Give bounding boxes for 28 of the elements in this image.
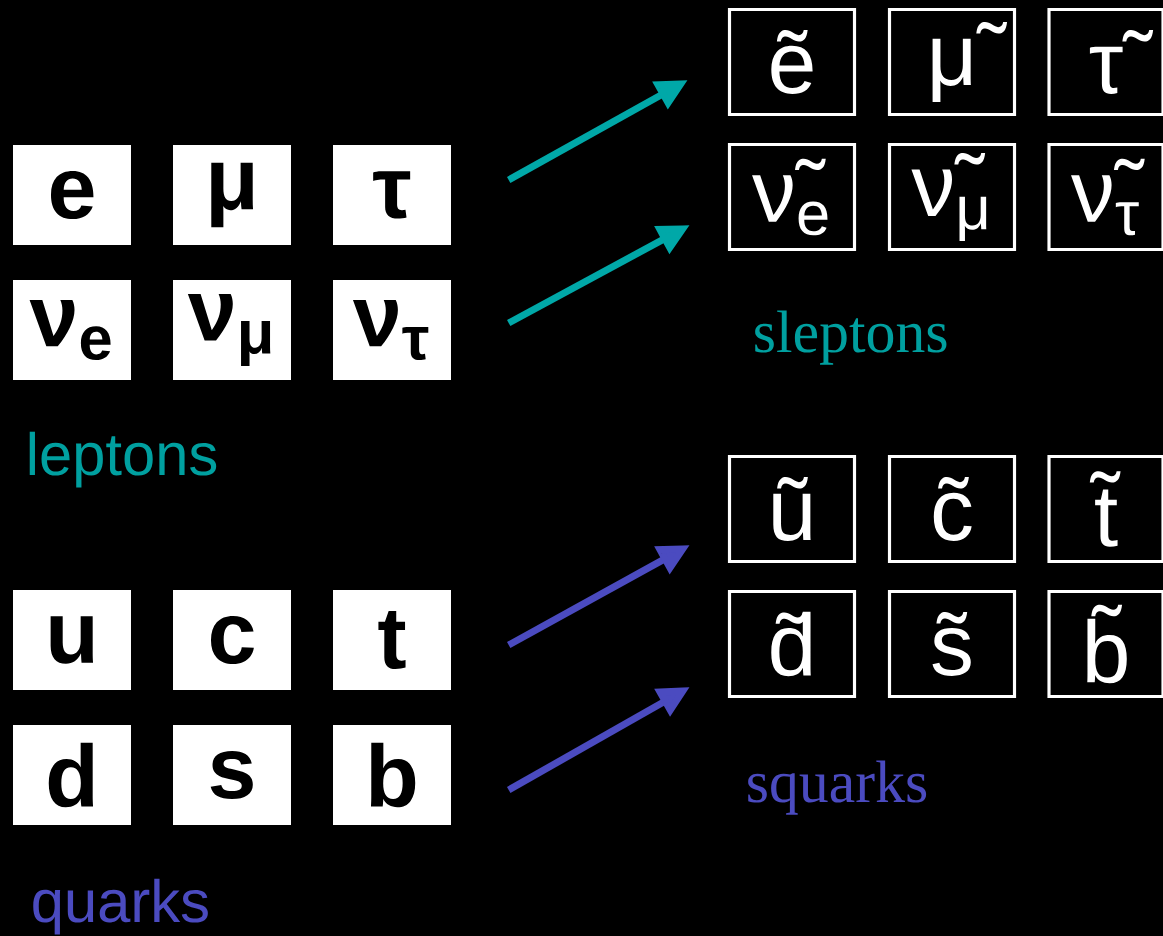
group-label: leptons (29, 431, 217, 488)
particle-box: e (13, 145, 131, 245)
particle-box: b (333, 725, 451, 825)
particle-box: c (173, 590, 291, 690)
particle-box: μ (173, 145, 291, 245)
particle-box: τ̃ (1047, 7, 1163, 117)
particle-box: μ̃ (887, 7, 1017, 117)
group-label: quarks (33, 878, 208, 935)
particle-box: τ (333, 145, 451, 245)
particle-box: d (13, 725, 131, 825)
particle-box: u (13, 590, 131, 690)
particle-box: b̃ (1047, 589, 1163, 699)
particle-box: t̃ (1047, 454, 1163, 564)
particle-box: ẽ (727, 7, 857, 117)
group-label: sleptons (755, 310, 947, 365)
particle-box: ν$_{τ}$ (333, 279, 451, 380)
particle-box: d̃ (727, 589, 857, 699)
particle-box: ν$_{e}$ (13, 279, 131, 380)
particle-box: ν$_{μ}$ (173, 279, 291, 380)
particle-box: t (333, 590, 451, 690)
particle-box: ũ (727, 454, 857, 564)
particle-box: ν̃$_{τ}$ (1047, 142, 1163, 252)
particle-box: c̃ (887, 454, 1017, 564)
particle-box: ν̃$_{μ}$ (887, 142, 1017, 252)
particle-box: ν̃$_{e}$ (727, 142, 857, 252)
particle-box: s (173, 725, 291, 825)
particle-box: s̃ (887, 589, 1017, 699)
group-label: squarks (748, 760, 927, 815)
